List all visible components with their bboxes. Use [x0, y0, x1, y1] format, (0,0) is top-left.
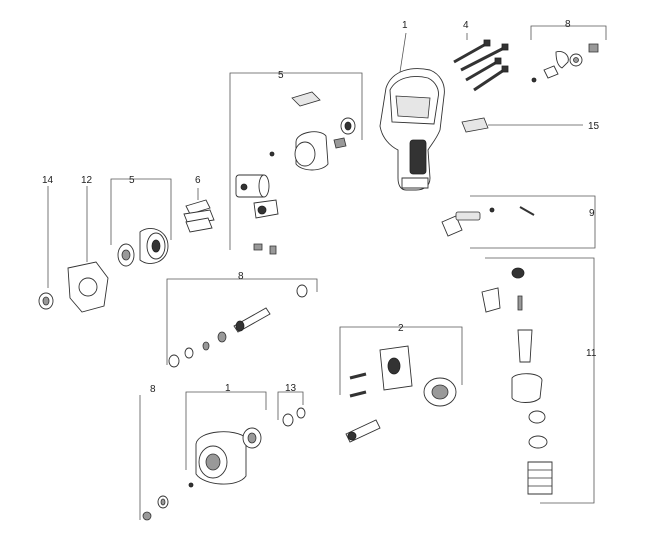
- rear-plate-part: [117, 228, 169, 267]
- callout-8-top: 8: [565, 19, 571, 30]
- callout-15: 15: [588, 121, 600, 132]
- valve-stem-group: [168, 284, 308, 368]
- bolt-set-part: [453, 39, 509, 92]
- callout-14: 14: [42, 175, 54, 186]
- callout-labels: 1 4 8 5 15 14 12 5 6 9 8 11 2 8 1 13: [42, 19, 600, 395]
- callout-11: 11: [586, 348, 597, 359]
- callout-1-bottom: 1: [225, 383, 231, 394]
- motor-group-part: [235, 91, 356, 255]
- trigger-small-parts: [531, 43, 599, 83]
- callout-8-mid: 8: [238, 271, 244, 282]
- hammer-group-part: [345, 345, 457, 443]
- callout-5-left: 5: [129, 175, 135, 186]
- rotor-vanes-part: [183, 199, 215, 233]
- callout-brackets: [47, 25, 607, 520]
- label-plate-part: [461, 117, 489, 133]
- callout-8-bottom: 8: [150, 384, 156, 395]
- washer-part-14: [38, 292, 54, 310]
- callout-12: 12: [81, 175, 93, 186]
- callout-5-top: 5: [278, 70, 284, 81]
- screw-set-part: [142, 495, 169, 521]
- front-housing-part: [188, 427, 262, 488]
- callout-2: 2: [398, 323, 404, 334]
- housing-part: [379, 68, 445, 191]
- callout-4: 4: [463, 20, 469, 31]
- callout-6: 6: [195, 175, 201, 186]
- reverse-valve-part: [441, 206, 535, 237]
- callout-13: 13: [285, 383, 297, 394]
- gasket-part-12: [67, 261, 109, 313]
- retainer-rings-part: [282, 407, 306, 427]
- callout-9: 9: [589, 208, 595, 219]
- callout-1-top: 1: [402, 20, 408, 31]
- air-inlet-group: [481, 267, 553, 495]
